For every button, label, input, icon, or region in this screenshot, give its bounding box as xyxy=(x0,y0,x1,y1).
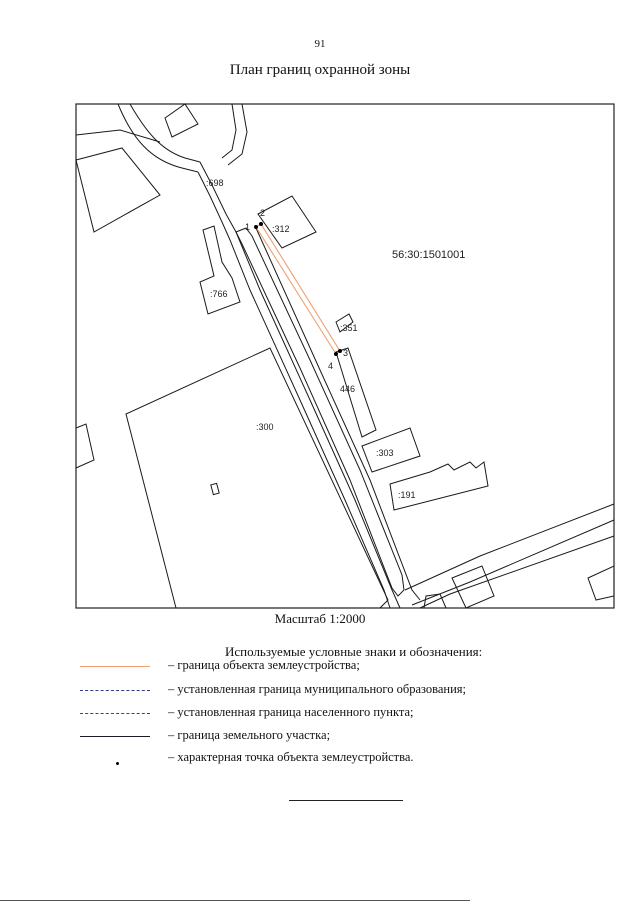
page-number: 91 xyxy=(314,38,326,50)
parcel-right-building xyxy=(587,565,615,601)
legend-item-settlement-boundary: – установленная граница населенного пунк… xyxy=(0,703,640,723)
legend-item-object-boundary: – граница объекта землеустройства; xyxy=(0,656,640,676)
map-title: План границ охранной зоны xyxy=(229,62,411,78)
characteristic-points xyxy=(254,222,342,356)
parcel-label-698: :698 xyxy=(206,178,224,188)
parcel-boundaries xyxy=(75,103,615,609)
parcel-label-303: :303 xyxy=(376,448,394,458)
legend-text: – установленная граница муниципального о… xyxy=(168,682,467,696)
legend-swatch-land-plot-boundary xyxy=(80,736,150,737)
point-label-4: 4 xyxy=(328,361,333,371)
point-label-3: 3 xyxy=(343,348,348,358)
point-1 xyxy=(254,225,258,229)
parcel-191 xyxy=(389,461,489,511)
map-scale: Масштаб 1:2000 xyxy=(274,611,366,626)
point-label-1: 1 xyxy=(245,222,250,232)
legend-swatch-municipal-boundary xyxy=(80,690,150,691)
parcel-300-structure xyxy=(210,482,220,496)
legend-swatch-settlement-boundary xyxy=(80,713,150,714)
legend-item-land-plot-boundary: – граница земельного участка; xyxy=(0,726,640,746)
legend-text: – граница объекта землеустройства; xyxy=(168,658,360,672)
parcel-351 xyxy=(335,313,354,333)
legend-swatch-characteristic-point xyxy=(116,762,119,765)
legend-text: – граница земельного участка; xyxy=(168,728,331,742)
legend-text: – характерная точка объекта землеустройс… xyxy=(168,750,414,764)
parcel-label-300: :300 xyxy=(256,422,274,432)
parcel-label-766: :766 xyxy=(210,289,228,299)
signature-line xyxy=(289,800,403,801)
legend-item-municipal-boundary: – установленная граница муниципального о… xyxy=(0,680,640,700)
legend-text: – установленная граница населенного пунк… xyxy=(168,705,414,719)
parcel-top-building xyxy=(164,103,199,138)
parcel-bottom-building xyxy=(451,565,495,609)
legend-swatch-object-boundary xyxy=(80,666,150,667)
parcel-300 xyxy=(125,347,389,609)
parcel-label-312: :312 xyxy=(272,224,290,234)
point-2 xyxy=(259,222,263,226)
parcel-303 xyxy=(361,427,421,473)
parcel-label-351: :351 xyxy=(340,323,358,333)
point-4 xyxy=(334,352,338,356)
bottom-rule xyxy=(0,900,470,901)
legend-item-characteristic-point: – характерная точка объекта землеустройс… xyxy=(0,748,640,768)
parcel-label-446: 446 xyxy=(340,384,355,394)
parcel-label-191: :191 xyxy=(398,490,416,500)
parcel-766 xyxy=(199,225,241,315)
parcel-446 xyxy=(335,347,377,438)
cadastral-quarter-label: 56:30:1501001 xyxy=(392,249,465,261)
parcel-312 xyxy=(257,195,317,249)
point-label-2: 2 xyxy=(260,208,265,218)
legend-title: Используемые условные знаки и обозначени… xyxy=(225,644,483,659)
point-3 xyxy=(338,349,342,353)
